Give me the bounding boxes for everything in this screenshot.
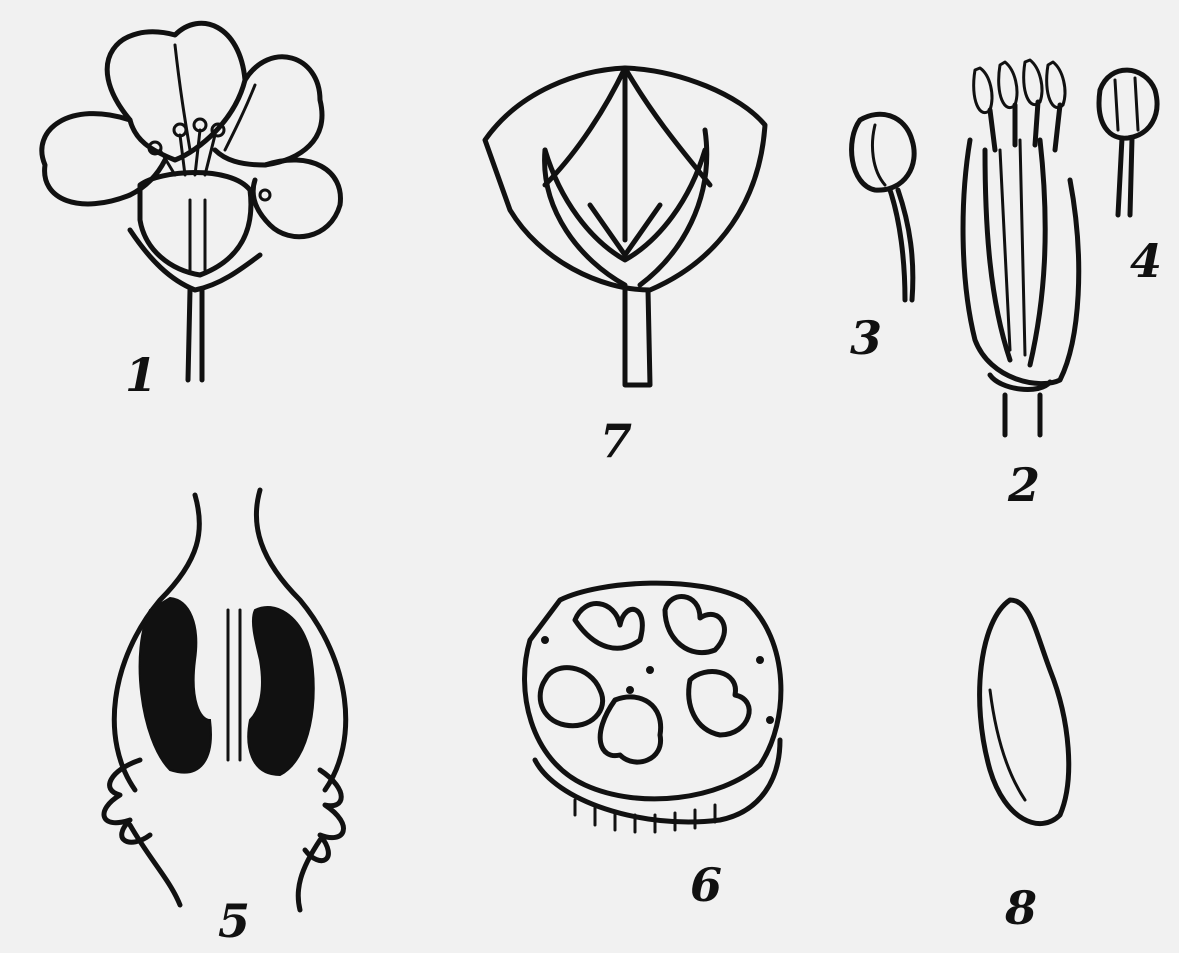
figure-8-seed-drawing <box>980 600 1069 824</box>
figure-4-stamen-front-drawing <box>1099 70 1157 215</box>
figure-label-6: 6 <box>690 862 722 908</box>
figure-label-3: 3 <box>850 315 882 361</box>
figure-5-ovary-section-drawing <box>104 490 346 910</box>
figure-label-2: 2 <box>1008 462 1040 508</box>
figure-1-flower-drawing <box>42 23 341 380</box>
figure-label-1: 1 <box>125 352 157 398</box>
figure-label-4: 4 <box>1130 238 1162 284</box>
figure-label-7: 7 <box>600 418 632 464</box>
figure-3-stamen-side-drawing <box>852 114 915 300</box>
figure-7-capsule-drawing <box>485 68 765 385</box>
figure-6-ovary-cross-section-drawing <box>525 583 781 832</box>
figure-2-flower-without-petals-drawing <box>963 60 1079 435</box>
figure-label-8: 8 <box>1005 885 1037 931</box>
figure-label-5: 5 <box>218 898 250 944</box>
